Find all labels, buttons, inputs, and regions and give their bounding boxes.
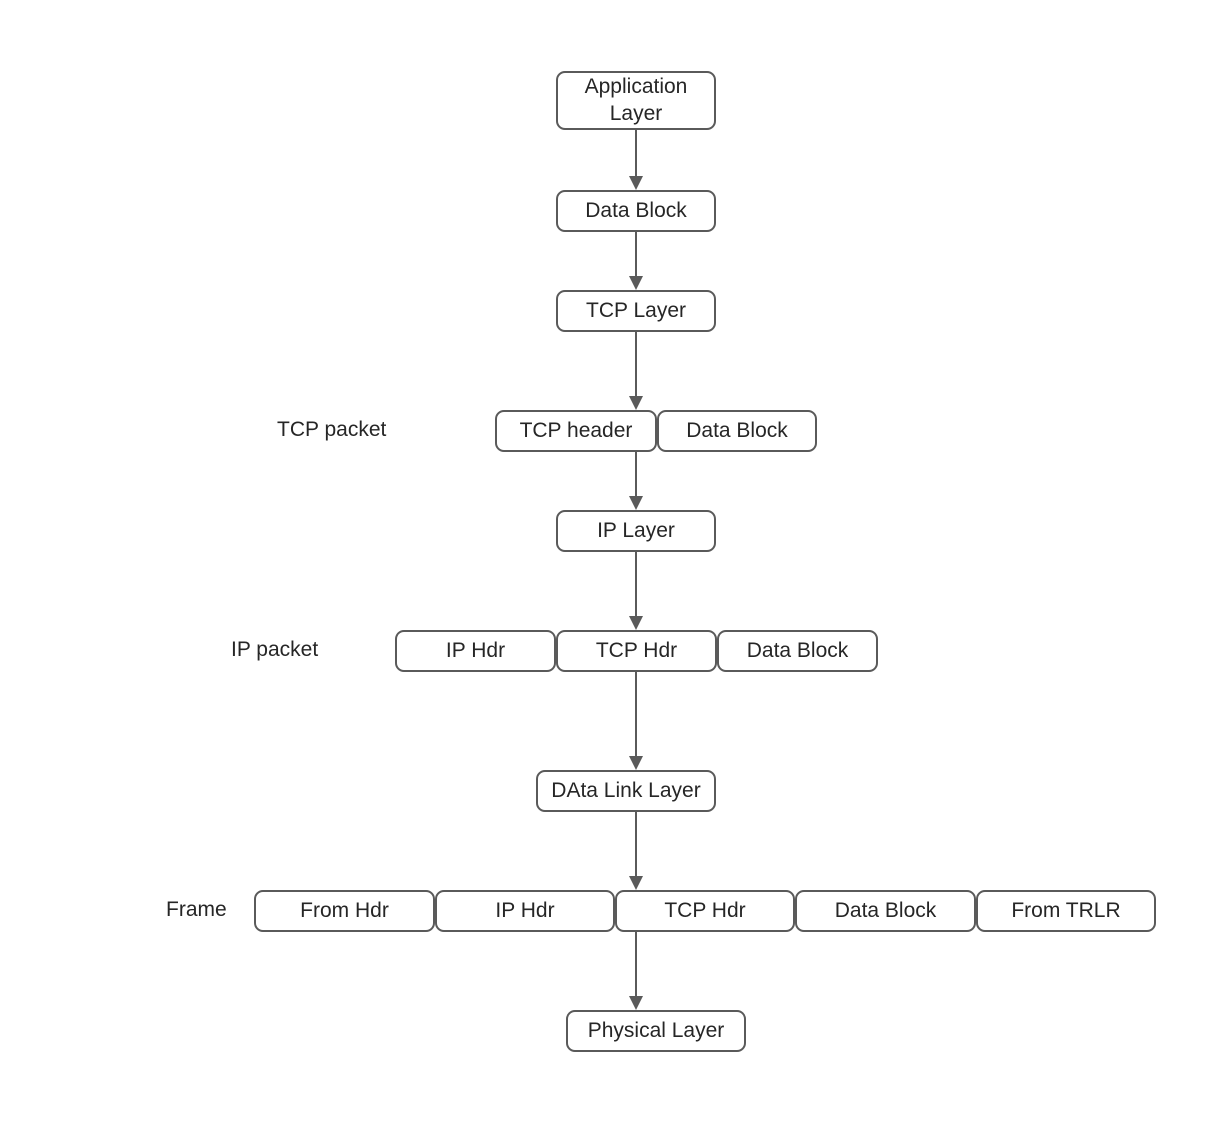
node-data-link-layer[interactable]: DAta Link Layer — [536, 770, 716, 812]
node-application-layer[interactable]: Application Layer — [556, 71, 716, 130]
segment-tcp-hdr[interactable]: TCP Hdr — [615, 890, 795, 932]
label-frame: Frame — [166, 898, 227, 921]
arrow-head — [629, 496, 643, 510]
arrow-head — [629, 176, 643, 190]
connector-frame-to-physical-layer — [635, 932, 637, 972]
arrow-shaft — [635, 962, 637, 996]
segment-data-block[interactable]: Data Block — [717, 630, 878, 672]
segment-from-trlr[interactable]: From TRLR — [976, 890, 1156, 932]
node-data-block[interactable]: Data Block — [556, 190, 716, 232]
packet-row-frame: From Hdr IP Hdr TCP Hdr Data Block From … — [254, 890, 1156, 932]
arrow-shaft — [635, 332, 637, 396]
node-physical-layer[interactable]: Physical Layer — [566, 1010, 746, 1052]
arrow-shaft — [635, 232, 637, 276]
segment-ip-hdr[interactable]: IP Hdr — [435, 890, 615, 932]
arrow-shaft — [635, 702, 637, 756]
arrow-data-link-layer-to-frame — [629, 812, 643, 890]
arrow-head — [629, 616, 643, 630]
arrow-head — [629, 276, 643, 290]
label-tcp-packet: TCP packet — [277, 418, 387, 441]
arrow-application-to-data-block — [629, 130, 643, 190]
arrow-head — [629, 996, 643, 1010]
packet-row-tcp-packet: TCP header Data Block — [495, 410, 817, 452]
arrow-tcp-packet-to-ip-layer — [629, 462, 643, 510]
packet-row-ip-packet: IP Hdr TCP Hdr Data Block — [395, 630, 878, 672]
arrow-shaft — [635, 812, 637, 876]
arrow-shaft — [635, 552, 637, 616]
arrow-head — [629, 396, 643, 410]
node-tcp-layer[interactable]: TCP Layer — [556, 290, 716, 332]
arrow-ip-packet-to-data-link-layer — [629, 702, 643, 770]
arrow-data-block-to-tcp-layer — [629, 232, 643, 290]
arrow-tcp-layer-to-tcp-packet — [629, 332, 643, 410]
segment-from-hdr[interactable]: From Hdr — [254, 890, 435, 932]
arrow-ip-layer-to-ip-packet — [629, 552, 643, 630]
arrow-shaft — [635, 462, 637, 496]
arrow-head — [629, 876, 643, 890]
label-ip-packet: IP packet — [231, 638, 319, 661]
segment-ip-hdr[interactable]: IP Hdr — [395, 630, 556, 672]
node-ip-layer[interactable]: IP Layer — [556, 510, 716, 552]
segment-data-block[interactable]: Data Block — [795, 890, 976, 932]
arrow-shaft — [635, 130, 637, 176]
segment-tcp-hdr[interactable]: TCP Hdr — [556, 630, 717, 672]
arrow-frame-to-physical-layer — [629, 962, 643, 1010]
connector-ip-packet-to-data-link-layer — [635, 672, 637, 712]
segment-data-block[interactable]: Data Block — [657, 410, 817, 452]
arrow-head — [629, 756, 643, 770]
segment-tcp-header[interactable]: TCP header — [495, 410, 657, 452]
